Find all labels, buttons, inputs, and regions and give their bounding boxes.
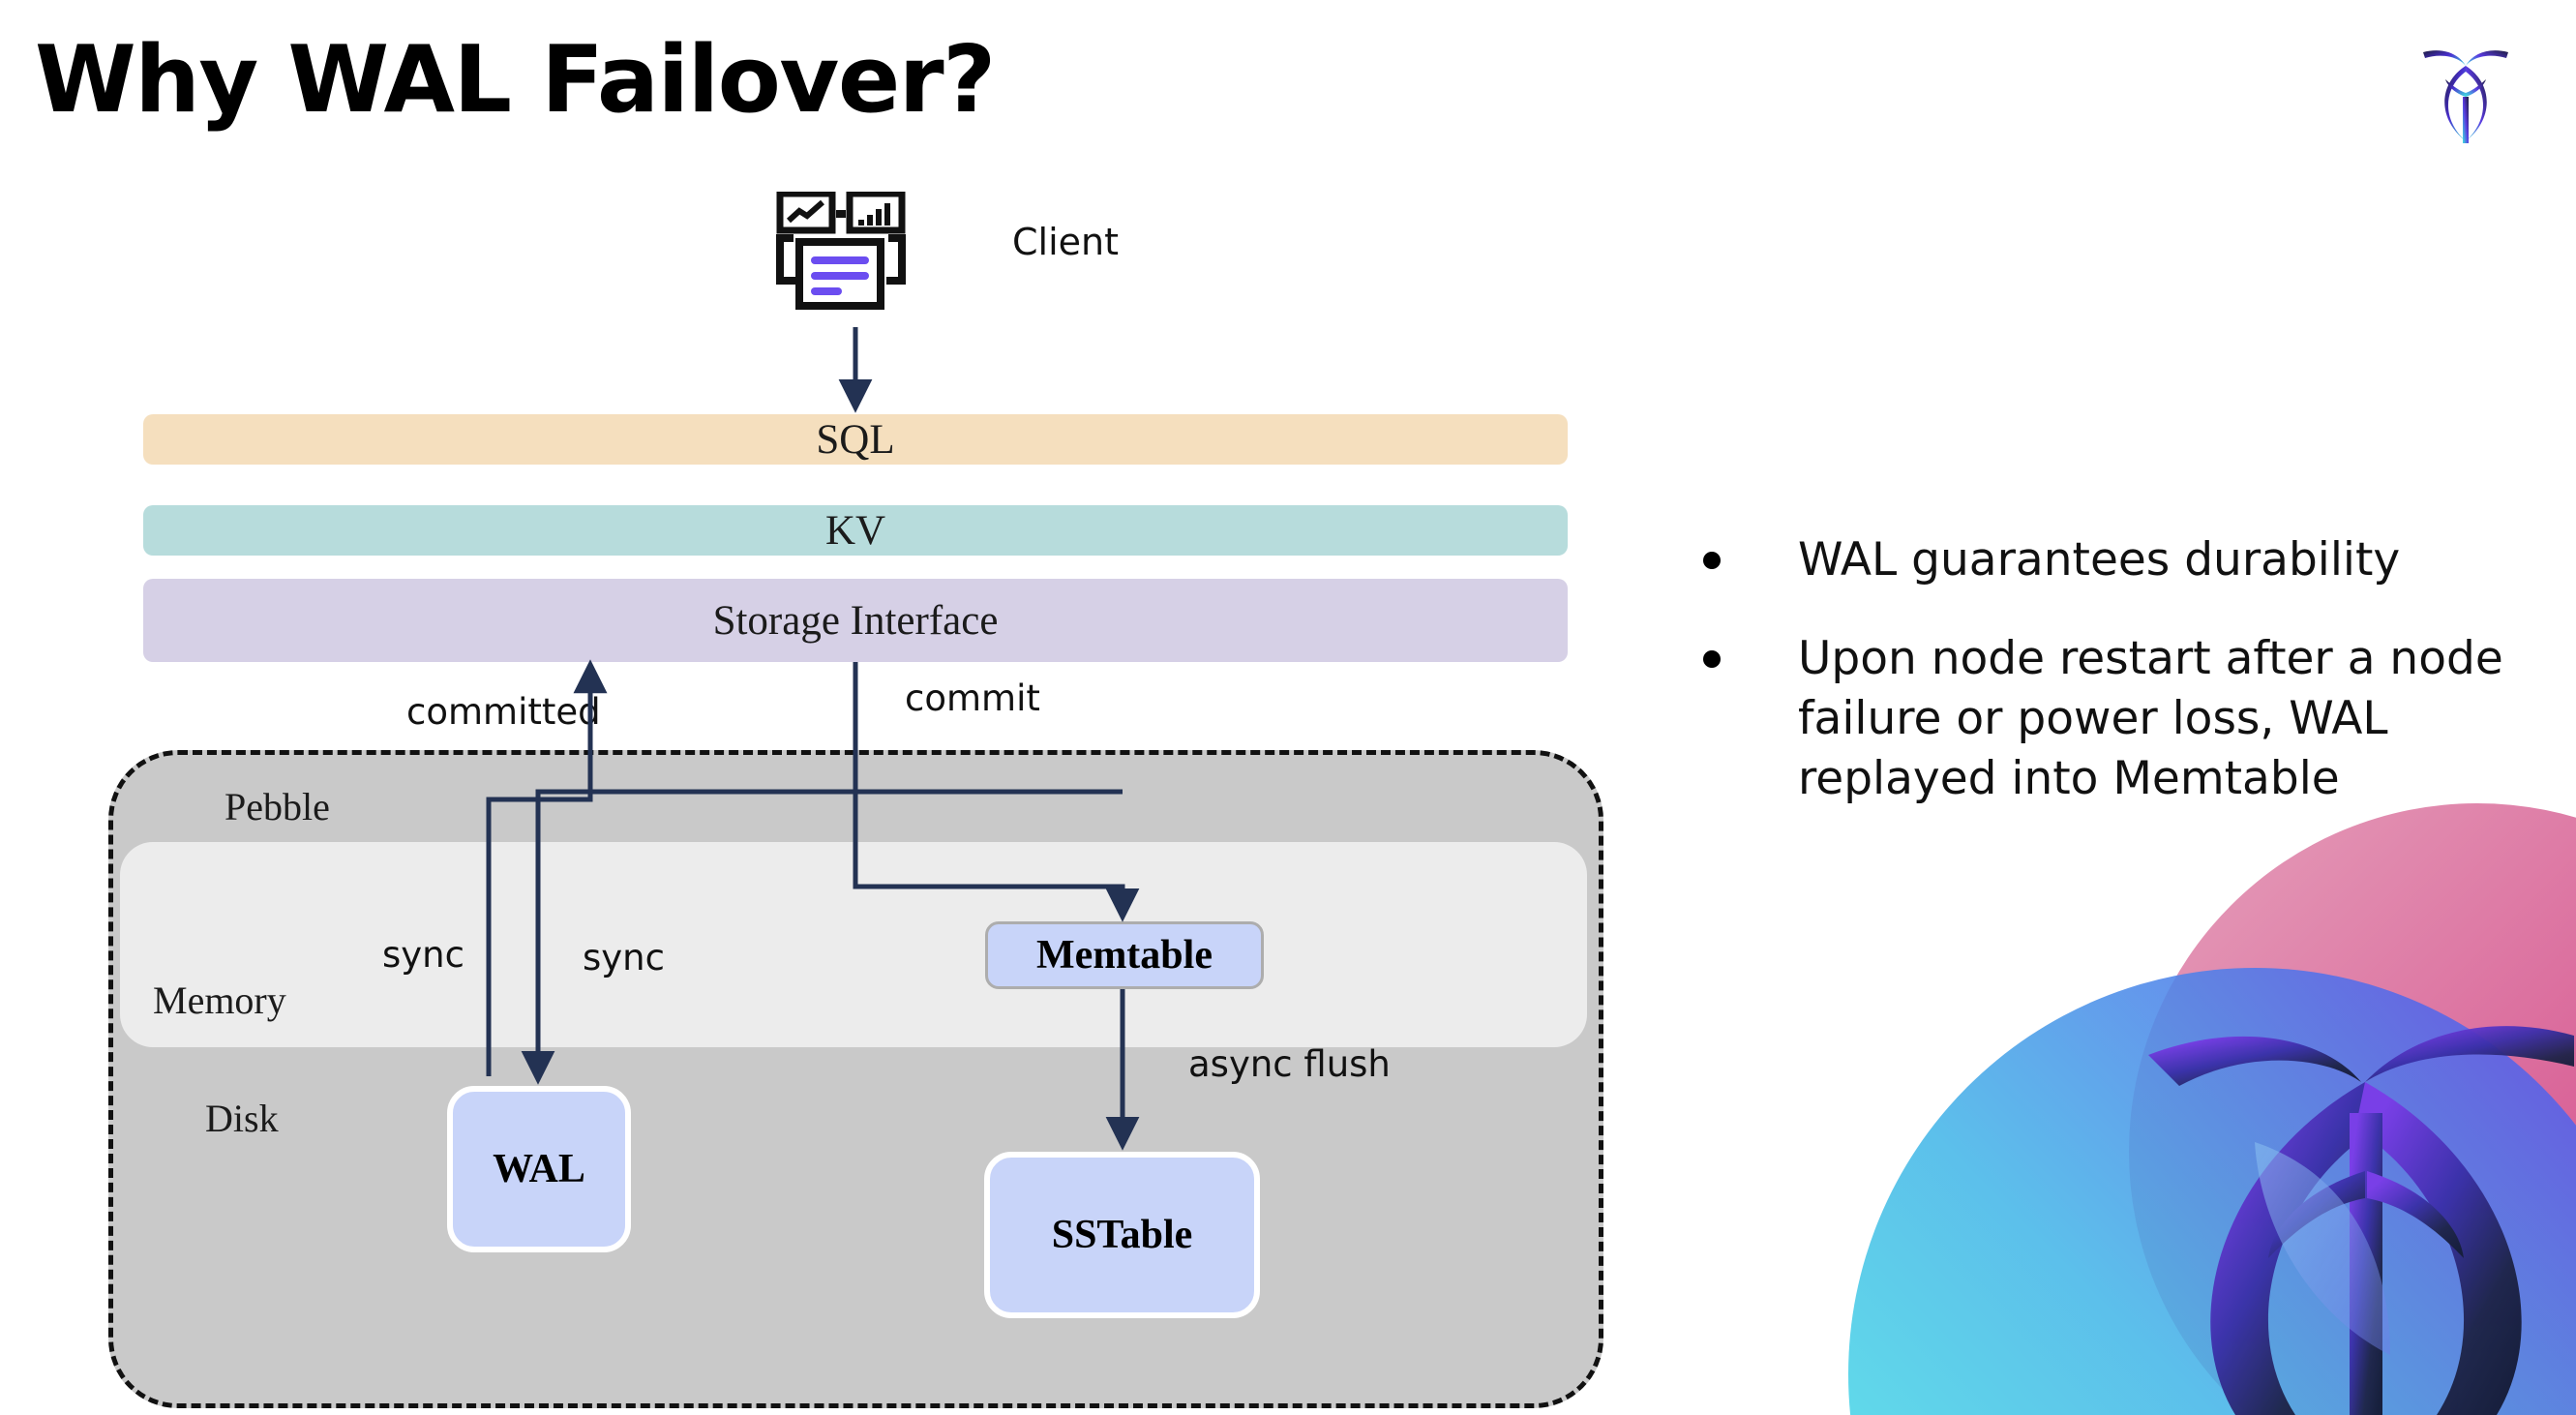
sstable-box: SSTable (984, 1152, 1260, 1318)
bullet-text: WAL guarantees durability (1798, 533, 2401, 587)
memtable-label: Memtable (1036, 933, 1213, 978)
decor-roach-outline (2148, 1026, 2574, 1415)
page-title: Why WAL Failover? (35, 27, 996, 134)
bullet-text: Upon node restart after a node failure o… (1798, 632, 2503, 806)
list-item: WAL guarantees durability (1703, 530, 2506, 590)
cockroachdb-logo-icon (2423, 50, 2508, 143)
layer-bar-sql: SQL (143, 414, 1568, 465)
layer-bar-storage-interface: Storage Interface (143, 579, 1568, 662)
edge-label-committed: committed (406, 691, 601, 733)
disk-label: Disk (205, 1097, 279, 1140)
decor-circle-cyan (1848, 968, 2576, 1415)
client-terminal-icon (776, 192, 906, 310)
edge-label-sync-right: sync (583, 937, 665, 978)
memory-region (120, 842, 1587, 1047)
wal-box: WAL (447, 1086, 631, 1252)
bullet-dot-icon (1703, 650, 1721, 669)
edge-label-commit: commit (905, 677, 1040, 719)
memory-label: Memory (153, 978, 286, 1022)
wal-label: WAL (493, 1147, 585, 1191)
layer-label-sql: SQL (816, 416, 895, 463)
pebble-label: Pebble (225, 785, 330, 828)
layer-label-storage-interface: Storage Interface (712, 597, 999, 644)
bullet-dot-icon (1703, 552, 1721, 569)
edge-label-sync-left: sync (382, 934, 464, 976)
sstable-label: SSTable (1051, 1213, 1193, 1257)
layer-bar-kv: KV (143, 505, 1568, 556)
memtable-box: Memtable (985, 921, 1264, 989)
list-item: Upon node restart after a node failure o… (1703, 629, 2506, 809)
client-label: Client (1012, 221, 1120, 263)
bullet-list: WAL guarantees durability Upon node rest… (1703, 530, 2506, 848)
edge-label-async-flush: async flush (1188, 1043, 1391, 1085)
layer-label-kv: KV (824, 507, 886, 554)
decor-circle-pink (2129, 803, 2576, 1415)
